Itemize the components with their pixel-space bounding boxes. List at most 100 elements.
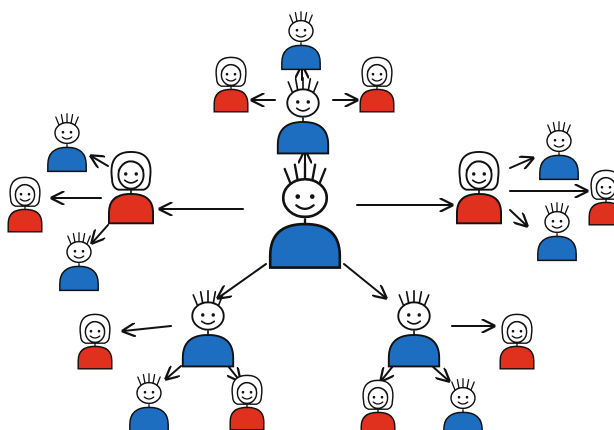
people-layer [7,11,614,430]
person-body [360,411,396,430]
eye-icon [465,395,469,399]
arrow-right-hub-to-right-hub-child-top [509,158,533,168]
smile-icon [123,179,139,184]
person-body [499,345,535,370]
smile-icon [457,401,469,405]
eye-icon [134,172,138,176]
face-icon [544,210,570,234]
arrow-root-to-bottom-right-hub [343,263,386,298]
eye-icon [61,130,65,134]
spiky-hair-icon [289,11,313,24]
fringe-icon [84,320,106,330]
arrow-bottom-right-hub-to-bottom-right-child-down-right [431,365,449,381]
face-icon [288,19,314,43]
eye-icon [306,100,310,104]
smile-icon [511,335,523,339]
eye-icon [143,390,147,394]
smile-icon [61,136,73,140]
man-figure-left-hub-child-top [47,113,87,173]
smile-icon [471,179,487,184]
smile-icon [406,320,422,325]
eye-icon [372,395,376,399]
face-icon [450,386,476,410]
fringe-icon [14,183,36,193]
smile-icon [143,396,155,400]
person-body [281,44,321,71]
eye-icon [371,72,375,76]
smile-icon [600,191,612,195]
arrow-root-to-bottom-left-hub [218,263,267,298]
man-figure-bottom-left-hub [181,289,235,368]
smile-icon [73,255,85,259]
eye-icon [151,390,155,394]
man-figure-bottom-right-hub [387,289,441,368]
face-icon [191,301,225,331]
eye-icon [211,313,215,317]
fringe-icon [367,386,389,396]
arrow-bottom-left-hub-to-bottom-left-child-left [123,326,172,331]
eye-icon [295,28,299,32]
eye-icon [81,249,85,253]
smile-icon [241,396,253,400]
woman-figure-right-hub-child-right [588,169,614,226]
person-body [47,146,87,173]
eye-icon [472,172,476,176]
spiky-hair-icon [451,378,475,391]
fringe-icon [506,320,528,330]
person-body [539,154,579,181]
woman-figure-bottom-left-child-left [77,313,113,370]
eye-icon [233,72,237,76]
spiky-hair-icon [192,289,224,307]
person-body [359,88,395,113]
arrow-bottom-left-hub-to-bottom-left-child-down-left [166,365,182,379]
arrow-left-hub-to-left-hub-child-bottom [92,224,109,243]
fringe-icon [465,160,493,172]
man-figure-left-hub-child-bottom [59,232,99,292]
fringe-icon [220,63,242,73]
eye-icon [241,390,245,394]
eye-icon [201,313,205,317]
eye-icon [309,194,315,199]
spiky-hair-icon [137,373,161,386]
person-body [213,88,249,113]
person-body [443,411,483,430]
eye-icon [19,192,23,196]
person-body [387,333,441,368]
smile-icon [19,198,31,202]
eye-icon [249,390,253,394]
face-icon [546,129,572,153]
spiky-hair-icon [67,232,91,245]
person-body [7,208,43,233]
spiky-hair-icon [287,76,319,94]
arrow-bottom-right-hub-to-bottom-right-child-down-left [381,365,393,381]
woman-figure-bottom-left-child-down-right [229,374,265,430]
person-body [129,406,169,430]
arrow-layer [52,66,587,381]
eye-icon [73,249,77,253]
face-icon [281,177,329,219]
smile-icon [89,335,101,339]
eye-icon [519,329,523,333]
eye-icon [553,138,557,142]
person-body [59,265,99,292]
arrow-right-hub-to-right-hub-child-bottom [509,209,527,226]
eye-icon [124,172,128,176]
eye-icon [561,138,565,142]
smile-icon [295,107,311,112]
eye-icon [551,219,555,223]
woman-figure-right-hub [456,150,502,225]
spiky-hair-icon [547,121,571,134]
spiky-hair-icon [283,162,327,185]
face-icon [136,381,162,405]
eye-icon [407,313,411,317]
woman-figure-top-hub-child-left [213,56,249,113]
woman-figure-left-hub [108,150,154,225]
smile-icon [225,78,237,82]
person-body [588,201,614,226]
eye-icon [380,395,384,399]
man-figure-right-hub-child-top [539,121,579,181]
man-figure-right-hub-child-bottom [537,202,577,262]
face-icon [54,121,80,145]
